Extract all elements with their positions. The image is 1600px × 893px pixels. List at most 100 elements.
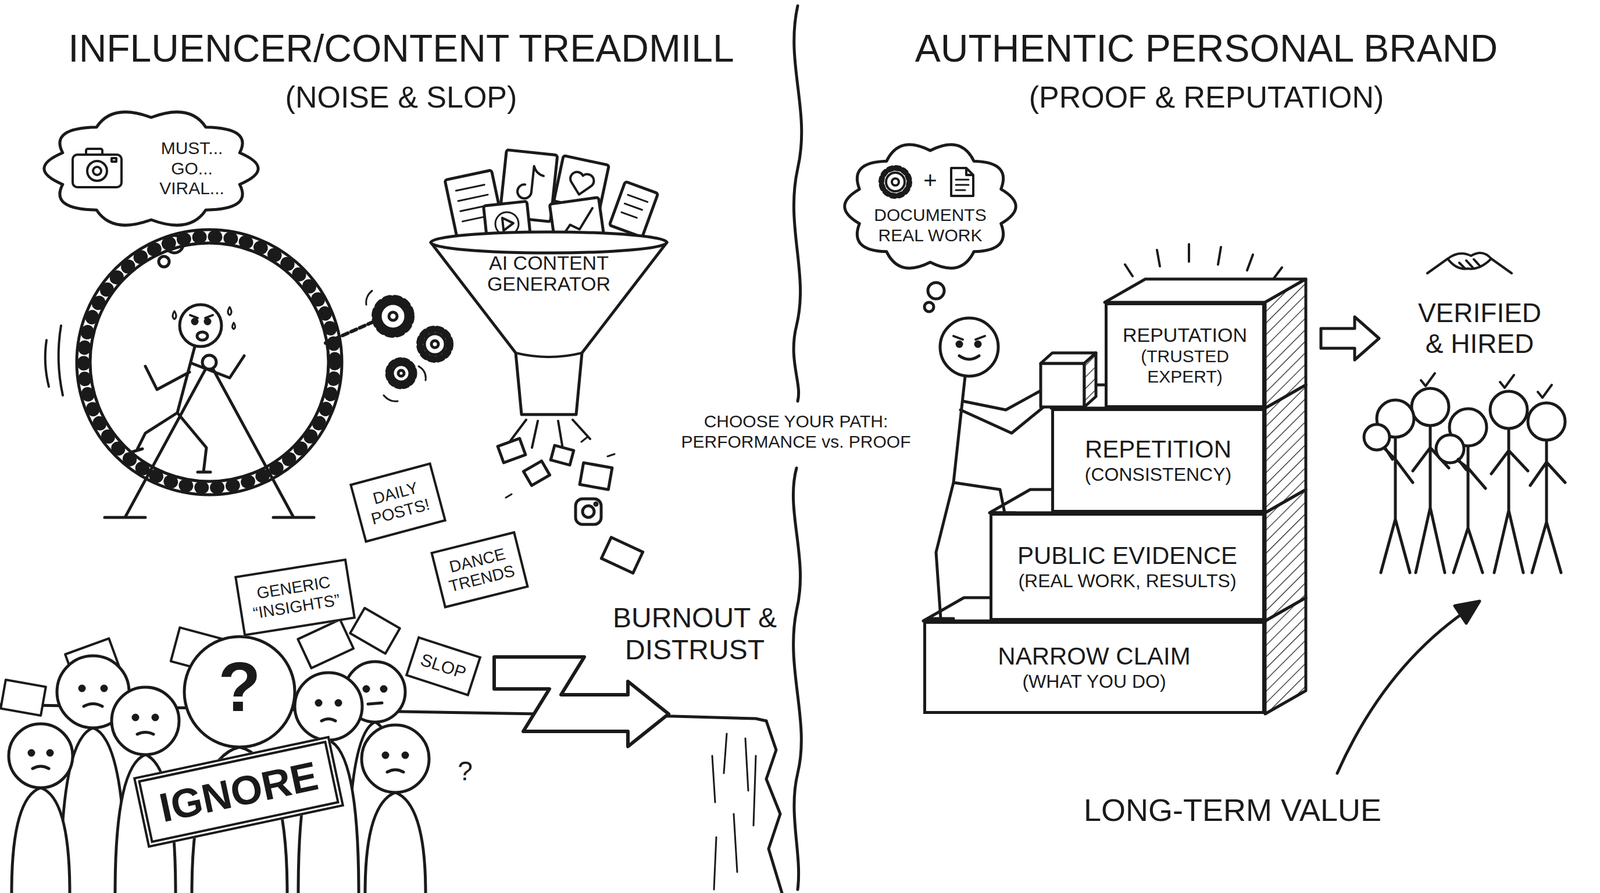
climbing-figure: [940, 318, 999, 377]
reviewer-figure: [1530, 440, 1566, 573]
block-title: PUBLIC EVIDENCE: [1017, 541, 1238, 570]
block-face: [1265, 279, 1306, 409]
block-subtitle: (TRUSTED EXPERT): [1112, 346, 1258, 387]
funnel-outline: [430, 231, 667, 253]
running-figure: [197, 331, 208, 341]
gear-chain: [431, 340, 439, 348]
reviewer-figure: [1527, 402, 1566, 441]
crowd-person: [361, 725, 430, 793]
climbing-figure: [959, 355, 980, 360]
hamster-wheel: [76, 229, 342, 495]
climbing-figure: [1084, 352, 1096, 407]
climbing-figure: [953, 336, 985, 340]
content-spill: [579, 462, 613, 490]
paper-note: SLOP: [405, 636, 482, 697]
stack-block: NARROW CLAIM(WHAT YOU DO): [923, 620, 1266, 714]
gear-chain: [424, 333, 446, 355]
content-card: [609, 181, 659, 238]
climbing-figure: [975, 341, 981, 347]
climbing-figure: [1040, 363, 1085, 407]
gear-chain: [375, 298, 411, 334]
cloud-outline: [44, 112, 259, 226]
content-spill: [594, 502, 598, 506]
reviewer-figure: [1458, 459, 1467, 470]
hamster-wheel: [90, 243, 329, 482]
reviewer-figure: [1411, 388, 1449, 426]
running-figure: [172, 306, 236, 330]
glow-lines: [1125, 244, 1282, 280]
crowd-person: [79, 686, 85, 691]
zigzag-arrow: [494, 656, 669, 747]
running-figure: [130, 346, 245, 473]
crowd-person: [365, 792, 426, 893]
paper-note: DAILY POSTS!: [349, 462, 447, 544]
crowd-person: [368, 702, 382, 705]
note-text: DANCE TRENDS: [439, 543, 520, 598]
gear-chain: [398, 370, 405, 377]
crowd-person: [8, 636, 430, 893]
stack-block: REPETITION(CONSISTENCY): [1051, 408, 1266, 513]
gear-document-icon: [881, 168, 910, 196]
note-text: GENERIC “INSIGHTS”: [243, 570, 348, 624]
content-spill: [505, 437, 615, 498]
bubble-trail: [924, 302, 934, 312]
reviewer-figure: [1363, 424, 1390, 450]
growth-arrow-head: [1454, 601, 1480, 624]
running-figure: [179, 304, 222, 347]
block-subtitle: (CONSISTENCY): [1084, 463, 1232, 486]
gear-document-icon: [891, 178, 899, 186]
content-spill: [523, 461, 550, 486]
glow-lines: [1125, 244, 1282, 280]
outcome-label: VERIFIED & HIRED: [1412, 297, 1547, 360]
path-choice-note: CHOOSE YOUR PATH: PERFORMANCE vs. PROOF: [670, 411, 921, 452]
reviewer-figure: [1453, 446, 1486, 573]
reviewer-figure: [1491, 429, 1528, 573]
content-spill: [582, 505, 595, 518]
hamster-wheel: [45, 229, 342, 518]
running-figure: [190, 315, 213, 319]
gear-document-icon: [951, 168, 974, 196]
handshake-icon: [1459, 259, 1480, 269]
climbing-figure: [956, 341, 962, 347]
crowd-person: [133, 715, 138, 720]
ai-funnel: AI CONTENT GENERATOR: [428, 229, 670, 422]
content-card: [516, 164, 545, 200]
camera-icon: [87, 161, 107, 181]
content-card: [567, 170, 596, 198]
growth-arrow: [1337, 611, 1466, 774]
block-title: REPUTATION: [1122, 323, 1248, 347]
crowd-person: [8, 723, 73, 788]
camera-icon: [111, 158, 117, 162]
content-spill: [601, 537, 643, 574]
section-subheading: (NOISE & SLOP): [17, 80, 785, 116]
crowd-person: [47, 750, 53, 756]
outcome-label: LONG-TERM VALUE: [1063, 791, 1402, 828]
camera-icon: [72, 154, 122, 188]
block-title: NARROW CLAIM: [997, 642, 1191, 671]
block-subtitle: (REAL WORK, RESULTS): [1018, 570, 1237, 592]
crowd-person: [316, 700, 321, 706]
pile-paper: [350, 608, 400, 654]
note-text: DAILY POSTS!: [359, 475, 438, 530]
gear-chain: [366, 290, 427, 402]
gear-document-icon: [955, 179, 969, 191]
pile-paper: [297, 619, 354, 669]
reviewer-figure: [1490, 391, 1528, 429]
handshake-icon: [1427, 252, 1512, 274]
crowd-person: [83, 704, 103, 707]
reviewer-figure: [1380, 437, 1413, 573]
block-arrow: [1320, 316, 1380, 360]
gear-document-icon: [886, 172, 905, 192]
crowd-person: [402, 752, 408, 758]
stack-block: REPUTATION(TRUSTED EXPERT): [1104, 302, 1266, 409]
divider-line: [793, 468, 802, 890]
content-card: [621, 194, 648, 220]
question-mark: ?: [450, 755, 480, 787]
running-figure: [205, 319, 210, 324]
stack-block: PUBLIC EVIDENCE(REAL WORK, RESULTS): [989, 512, 1266, 621]
note-text: SLOP: [418, 649, 469, 684]
reviewer-figure: [1384, 447, 1393, 460]
cliff-ground: [712, 733, 756, 890]
section-heading: INFLUENCER/CONTENT TREADMILL: [17, 26, 785, 71]
